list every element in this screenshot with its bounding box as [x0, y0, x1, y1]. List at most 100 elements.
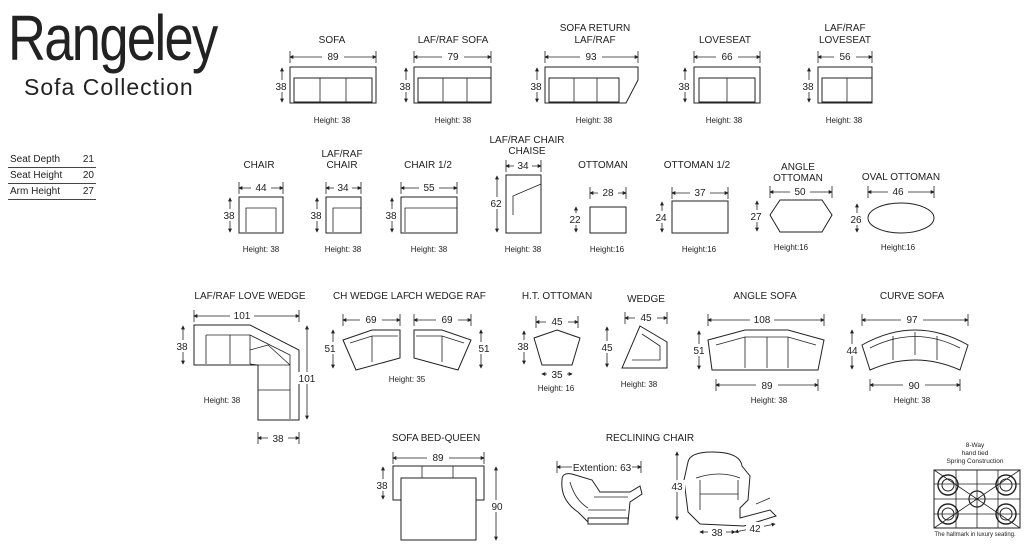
- recliner-extended: 42: [749, 524, 761, 535]
- ottoman-piece: OTTOMAN 28 22 Height:16: [568, 160, 628, 254]
- spring-construction-label: 8-Way hand tied Spring Construction: [930, 442, 1020, 466]
- ottoman-depth: 22: [569, 215, 581, 226]
- sofa-bed-open: 90: [491, 502, 503, 513]
- love-wedge-width: 101: [234, 311, 251, 322]
- sofa-return-label-1: SOFA RETURN: [560, 23, 631, 34]
- sofa-return-width: 93: [585, 52, 597, 63]
- curve-sofa-depth: 44: [846, 346, 858, 357]
- wedge-width: 45: [640, 313, 652, 324]
- angle-ottoman-width: 50: [794, 187, 806, 198]
- recliner-extension: Extention: 63: [573, 463, 632, 474]
- sofa-height: Height: 38: [314, 116, 351, 125]
- sofa-return-depth: 38: [530, 82, 542, 93]
- oval-ottoman-depth: 26: [850, 215, 862, 226]
- spring-caption: The hallmark in luxury seating.: [934, 532, 1016, 538]
- ottoman-half-width: 37: [694, 188, 706, 199]
- ottoman-height: Height:16: [590, 245, 625, 254]
- angle-sofa-height: Height: 38: [751, 396, 788, 405]
- sofa-width: 89: [327, 52, 339, 63]
- loveseat-piece: LOVESEAT 66 38 Height: 38: [677, 35, 761, 125]
- laf-raf-loveseat-label-1: LAF/RAF: [824, 23, 865, 34]
- curve-sofa-bottom: 90: [908, 381, 920, 392]
- curve-sofa-width: 97: [906, 315, 918, 326]
- curve-sofa-piece: CURVE SOFA 97 44 90 Height: 38: [844, 291, 969, 405]
- chaise-height: Height: 38: [505, 245, 542, 254]
- ht-ottoman-bottom: 35: [551, 370, 563, 381]
- ht-ottoman-width: 45: [551, 317, 563, 328]
- chair-half-piece: CHAIR 1/2 55 38 Height: 38: [384, 160, 458, 254]
- oval-ottoman-height: Height:16: [881, 243, 916, 252]
- spec-value: 21: [82, 154, 94, 165]
- laf-raf-sofa-height: Height: 38: [435, 116, 472, 125]
- chair-width: 44: [255, 183, 267, 194]
- ch-wedge-laf-label: CH WEDGE LAF: [333, 291, 409, 302]
- laf-raf-chair-height: Height: 38: [325, 245, 362, 254]
- chair-label: CHAIR: [243, 160, 274, 171]
- spec-row-seat-height: Seat Height 20: [8, 168, 96, 184]
- ottoman-half-height: Height:16: [682, 245, 717, 254]
- laf-raf-chair-piece: LAF/RAF CHAIR 34 38 Height: 38: [309, 149, 363, 254]
- laf-raf-chair-width: 34: [337, 183, 349, 194]
- love-wedge-piece: LAF/RAF LOVE WEDGE 101 38 101 38 Height:…: [175, 291, 318, 445]
- sofa-depth: 38: [275, 82, 287, 93]
- oval-ottoman-piece: OVAL OTTOMAN 46 26 Height:16: [849, 172, 940, 252]
- spec-label: Arm Height: [10, 186, 61, 197]
- sofa-bed-label: SOFA BED-QUEEN: [392, 433, 480, 444]
- laf-raf-chair-label-2: CHAIR: [326, 160, 357, 171]
- recliner-depth: 38: [711, 528, 723, 539]
- wedge-piece: WEDGE 45 45 Height: 38: [599, 294, 668, 389]
- wedge-depth: 45: [601, 343, 613, 354]
- laf-raf-chair-depth: 38: [310, 211, 322, 222]
- sofa-return-label-2: LAF/RAF: [574, 35, 615, 46]
- chair-piece: CHAIR 44 38 Height: 38: [222, 160, 284, 254]
- laf-raf-loveseat-depth: 38: [802, 82, 814, 93]
- ottoman-width: 28: [602, 188, 614, 199]
- loveseat-height: Height: 38: [706, 116, 743, 125]
- love-wedge-label: LAF/RAF LOVE WEDGE: [194, 291, 305, 302]
- spring-construction-illustration: [933, 469, 1021, 529]
- sofa-label: SOFA: [319, 35, 346, 46]
- sofa-bed-width: 89: [432, 453, 444, 464]
- laf-raf-sofa-piece: LAF/RAF SOFA 79 38 Height: 38: [398, 35, 492, 125]
- loveseat-label: LOVESEAT: [699, 35, 751, 46]
- laf-raf-sofa-depth: 38: [399, 82, 411, 93]
- ch-wedge-raf-depth: 51: [478, 344, 490, 355]
- spring-line-3: Spring Construction: [946, 458, 1004, 465]
- angle-ottoman-depth: 27: [750, 212, 762, 223]
- ch-wedge-raf-label: CH WEDGE RAF: [408, 291, 486, 302]
- ht-ottoman-depth: 38: [517, 342, 529, 353]
- angle-ottoman-piece: ANGLE OTTOMAN 50 27 Height:16: [749, 162, 833, 252]
- ht-ottoman-label: H.T. OTTOMAN: [522, 291, 592, 302]
- spec-row-arm-height: Arm Height 27: [8, 184, 96, 200]
- sofa-return-piece: SOFA RETURN LAF/RAF 93 38 Height: 38: [529, 23, 639, 125]
- angle-sofa-width: 108: [754, 315, 771, 326]
- chair-half-label: CHAIR 1/2: [404, 160, 452, 171]
- oval-ottoman-width: 46: [892, 187, 904, 198]
- oval-ottoman-label: OVAL OTTOMAN: [862, 172, 940, 183]
- ch-wedge-height: Height: 35: [389, 375, 426, 384]
- sofa-piece: SOFA 89 38 Height: 38: [274, 35, 377, 125]
- ht-ottoman-piece: H.T. OTTOMAN 45 38 35 Height: 16: [516, 291, 592, 393]
- loveseat-depth: 38: [678, 82, 690, 93]
- spec-value: 20: [82, 170, 94, 181]
- spec-table: Seat Depth 21 Seat Height 20 Arm Height …: [8, 152, 96, 200]
- chaise-piece: LAF/RAF CHAIR CHAISE 34 62 Height: 38: [489, 135, 565, 254]
- spec-label: Seat Height: [10, 170, 63, 181]
- spec-value: 27: [82, 186, 94, 197]
- laf-raf-sofa-width: 79: [447, 52, 459, 63]
- love-wedge-bottom: 38: [272, 434, 284, 445]
- chair-half-depth: 38: [385, 211, 397, 222]
- chair-depth: 38: [223, 211, 235, 222]
- ch-wedge-laf-depth: 51: [324, 344, 336, 355]
- laf-raf-loveseat-height: Height: 38: [826, 116, 863, 125]
- love-wedge-depth: 38: [176, 342, 188, 353]
- recliner-label: RECLINING CHAIR: [606, 433, 694, 444]
- ottoman-label: OTTOMAN: [578, 160, 628, 171]
- brand-title: Rangeley: [8, 2, 218, 74]
- love-wedge-height: Height: 38: [204, 396, 241, 405]
- collection-subtitle: Sofa Collection: [24, 74, 194, 100]
- sofa-bed-piece: SOFA BED-QUEEN 89 38 90: [375, 433, 504, 541]
- love-wedge-side: 101: [299, 374, 316, 385]
- angle-sofa-label: ANGLE SOFA: [733, 291, 797, 302]
- recliner-piece: RECLINING CHAIR Extention: 63 43 38 42: [556, 433, 777, 539]
